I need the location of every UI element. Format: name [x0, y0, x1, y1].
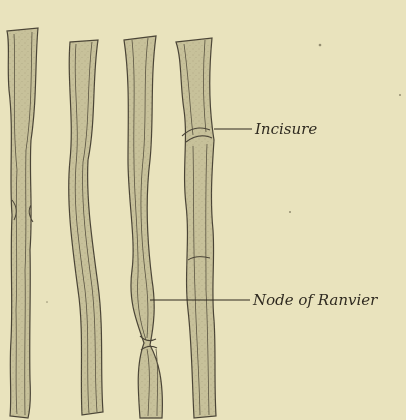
node-of-ranvier-label: Node of Ranvier	[252, 291, 378, 309]
nerve-fiber-1	[7, 28, 38, 418]
nerve-fiber-2	[69, 40, 103, 415]
paper-specks	[46, 44, 401, 303]
incisure-label: Incisure	[254, 120, 317, 138]
nerve-fiber-3	[124, 36, 162, 418]
nerve-fiber-4	[176, 38, 216, 418]
